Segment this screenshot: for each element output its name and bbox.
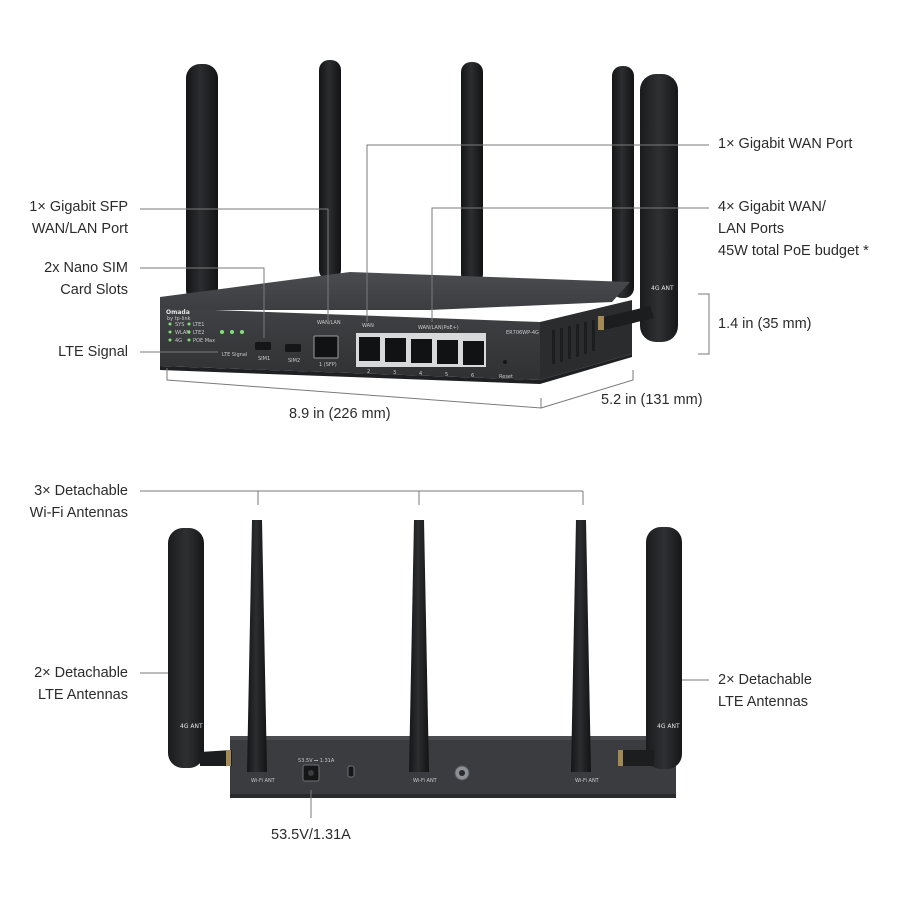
depth-bracket xyxy=(540,370,634,409)
svg-text:WAN: WAN xyxy=(362,323,374,329)
svg-text:2: 2 xyxy=(367,369,370,375)
wan-lan-leader xyxy=(431,207,709,322)
width-bracket xyxy=(166,368,542,409)
bottom-callout-lines xyxy=(140,490,709,818)
depth-label: 5.2 in (131 mm) xyxy=(601,392,703,408)
svg-text:SIM1: SIM1 xyxy=(258,356,270,362)
wifi-antenna xyxy=(409,520,429,772)
svg-text:by tp-link: by tp-link xyxy=(167,316,191,322)
svg-text:POE Max: POE Max xyxy=(193,338,215,344)
svg-text:WAN/LAN(PoE+): WAN/LAN(PoE+) xyxy=(418,325,459,331)
wifi-antenna xyxy=(319,60,341,280)
svg-text:LTE2: LTE2 xyxy=(193,330,205,336)
wifi-antenna xyxy=(186,64,218,304)
svg-text:53.5V ⎓ 1.31A: 53.5V ⎓ 1.31A xyxy=(298,758,335,764)
sim-leader xyxy=(140,267,265,338)
sfp-port: WAN/LAN 1 (SFP) xyxy=(313,320,341,368)
svg-text:LTE1: LTE1 xyxy=(193,322,205,328)
wan-leader xyxy=(366,144,709,322)
svg-text:ER706WP-4G: ER706WP-4G xyxy=(506,330,539,336)
svg-text:4G: 4G xyxy=(175,338,182,344)
svg-text:SYS: SYS xyxy=(175,322,184,328)
reset-button xyxy=(503,360,507,364)
wifi-antenna xyxy=(612,66,634,298)
sim-slots: SIM1 SIM2 xyxy=(255,342,301,364)
svg-text:4G ANT: 4G ANT xyxy=(651,285,674,292)
back-panel xyxy=(230,736,676,798)
wifi-antenna xyxy=(247,520,267,772)
kensington-lock xyxy=(347,765,355,778)
lte-signal-leds: LTE Signal xyxy=(220,330,247,358)
height-label: 1.4 in (35 mm) xyxy=(718,316,812,332)
svg-text:Wi-Fi ANT: Wi-Fi ANT xyxy=(413,778,438,784)
wan-port-label: 1× Gigabit WAN Port xyxy=(718,136,853,152)
sfp-leader xyxy=(140,208,329,320)
height-bracket xyxy=(698,293,710,355)
brand-logo: Omada xyxy=(166,309,190,316)
lte-antenna xyxy=(646,527,682,769)
svg-text:4: 4 xyxy=(419,371,422,377)
svg-text:WLAN: WLAN xyxy=(175,330,190,336)
svg-text:LTE Signal: LTE Signal xyxy=(222,352,247,358)
svg-text:4G ANT: 4G ANT xyxy=(180,723,203,730)
top-callout-lines xyxy=(140,144,710,409)
lte-signal-label: LTE Signal xyxy=(58,344,128,360)
svg-text:4G ANT: 4G ANT xyxy=(657,723,680,730)
ethernet-ports: WAN WAN/LAN(PoE+) 2 3 4 5 6 xyxy=(356,323,486,379)
wifi-antenna xyxy=(571,520,591,772)
svg-text:WAN/LAN: WAN/LAN xyxy=(317,320,341,326)
router-top-surface xyxy=(160,272,630,310)
router-back-view: 4G ANT 4G ANT Wi-Fi ANT Wi-Fi ANT Wi-Fi … xyxy=(168,520,682,798)
width-label: 8.9 in (226 mm) xyxy=(289,406,391,422)
power-label: 53.5V/1.31A xyxy=(271,827,351,843)
svg-text:3: 3 xyxy=(393,370,396,376)
svg-text:1 (SFP): 1 (SFP) xyxy=(319,362,337,368)
svg-text:SIM2: SIM2 xyxy=(288,358,300,364)
svg-text:Wi-Fi ANT: Wi-Fi ANT xyxy=(251,778,276,784)
svg-text:Reset: Reset xyxy=(499,374,513,380)
lte-antenna xyxy=(168,528,204,768)
svg-text:6: 6 xyxy=(471,373,474,379)
svg-text:Wi-Fi ANT: Wi-Fi ANT xyxy=(575,778,600,784)
status-leds: SYS WLAN 4G LTE1 LTE2 POE Max xyxy=(168,322,215,344)
wifi-antenna xyxy=(461,62,483,284)
svg-text:5: 5 xyxy=(445,372,448,378)
router-front-view: Omada by tp-link SYS WLAN 4G LTE1 LTE2 P… xyxy=(160,60,678,384)
